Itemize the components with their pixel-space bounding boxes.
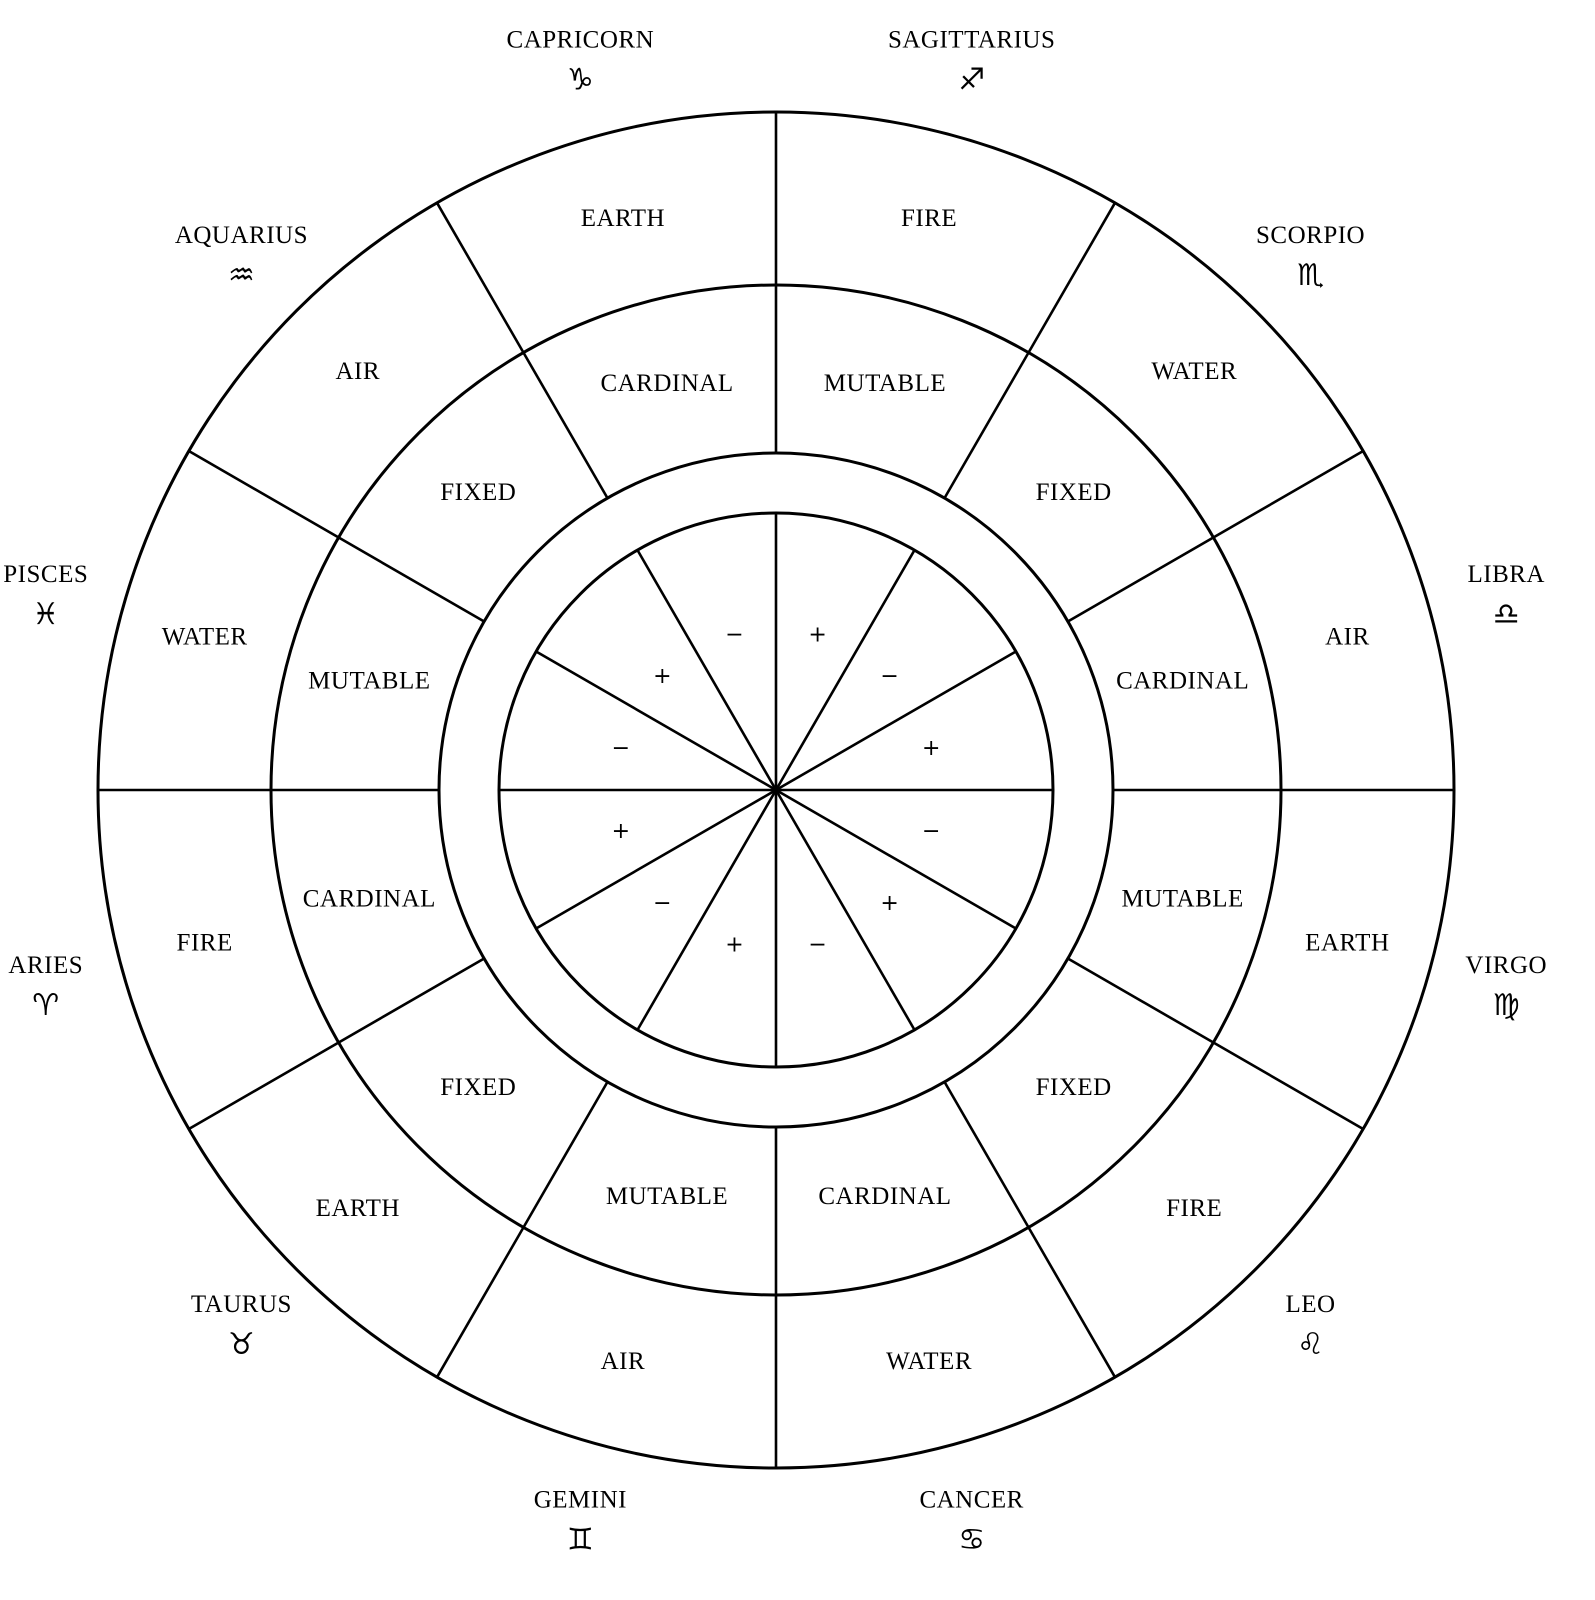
quality-label: MUTABLE [606,1183,728,1210]
inner-spoke [535,788,777,930]
polarity-sign: + [808,622,826,647]
zodiac-sign-name: ARIES [8,952,83,979]
quality-label: MUTABLE [308,668,430,695]
quality-label: MUTABLE [824,370,946,397]
polarity-sign: − [880,664,898,689]
element-label: AIR [601,1348,646,1375]
polarity-sign: + [653,664,671,689]
zodiac-sign-name: LIBRA [1467,561,1545,588]
quality-label: CARDINAL [818,1183,951,1210]
element-label: EARTH [581,205,665,232]
element-label: EARTH [1305,930,1389,957]
polarity-sign: − [808,933,826,958]
quality-label: CARDINAL [303,885,436,912]
polarity-sign: + [922,736,940,761]
zodiac-sign-name: VIRGO [1465,952,1547,979]
inner-spoke [775,788,1017,930]
zodiac-sign-name: SCORPIO [1256,222,1365,249]
polarity-sign: − [653,891,671,916]
polarity-sign: + [612,819,630,844]
libra-glyph-icon: ♎ [1493,597,1520,632]
outer-spoke [1067,449,1364,623]
inner-spoke [636,789,778,1031]
inner-spoke [535,650,777,792]
sagittarius-glyph-icon: ♐ [958,62,985,97]
inner-spoke [774,789,916,1031]
element-label: FIRE [901,205,957,232]
aquarius-glyph-icon: ♒ [228,258,255,293]
element-label: EARTH [316,1195,400,1222]
polarity-sign: − [612,736,630,761]
inner-spoke [775,650,1017,792]
element-label: WATER [1151,358,1237,385]
element-label: WATER [886,1348,972,1375]
zodiac-sign-name: CAPRICORN [507,26,655,53]
element-label: WATER [162,623,248,650]
inner-spoke [636,549,778,791]
element-label: FIRE [177,930,233,957]
wheel-spokes [98,112,1454,1468]
wheel-labels: AIR CARDINAL + LIBRA ♎ WATER FIXED − SCORPIO ♏ FIR… [3,26,1547,1558]
outer-spoke [188,957,485,1131]
quality-label: CARDINAL [600,370,733,397]
outer-spoke [1067,957,1364,1131]
zodiac-sign-name: TAURUS [191,1291,292,1318]
zodiac-sign-name: PISCES [3,561,88,588]
polarity-sign: + [880,891,898,916]
element-label: FIRE [1166,1195,1222,1222]
taurus-glyph-icon: ♉ [228,1327,255,1362]
quality-label: FIXED [1036,479,1112,506]
polarity-sign: − [725,622,743,647]
zodiac-sign-name: CANCER [919,1487,1023,1514]
outer-spoke [943,1081,1117,1378]
quality-label: CARDINAL [1116,668,1249,695]
scorpio-glyph-icon: ♏ [1297,258,1324,293]
quality-label: FIXED [440,479,516,506]
leo-glyph-icon: ♌ [1297,1327,1324,1362]
polarity-sign: − [922,819,940,844]
outer-spoke [188,449,485,623]
inner-spoke [774,549,916,791]
aries-glyph-icon: ♈ [32,988,59,1023]
outer-spoke [435,202,609,499]
pisces-glyph-icon: ♓ [32,597,59,632]
zodiac-sign-name: GEMINI [534,1487,627,1514]
cancer-glyph-icon: ♋ [958,1523,985,1558]
polarity-sign: + [725,933,743,958]
zodiac-sign-name: SAGITTARIUS [888,26,1055,53]
outer-spoke [943,202,1117,499]
quality-label: FIXED [1036,1074,1112,1101]
quality-label: FIXED [440,1074,516,1101]
zodiac-sign-name: AQUARIUS [175,222,308,249]
element-label: AIR [1325,623,1370,650]
virgo-glyph-icon: ♍ [1493,988,1520,1023]
zodiac-sign-name: LEO [1286,1291,1336,1318]
capricorn-glyph-icon: ♑ [567,62,594,97]
gemini-glyph-icon: ♊ [567,1523,594,1558]
quality-label: MUTABLE [1121,885,1243,912]
element-label: AIR [335,358,380,385]
outer-spoke [435,1081,609,1378]
